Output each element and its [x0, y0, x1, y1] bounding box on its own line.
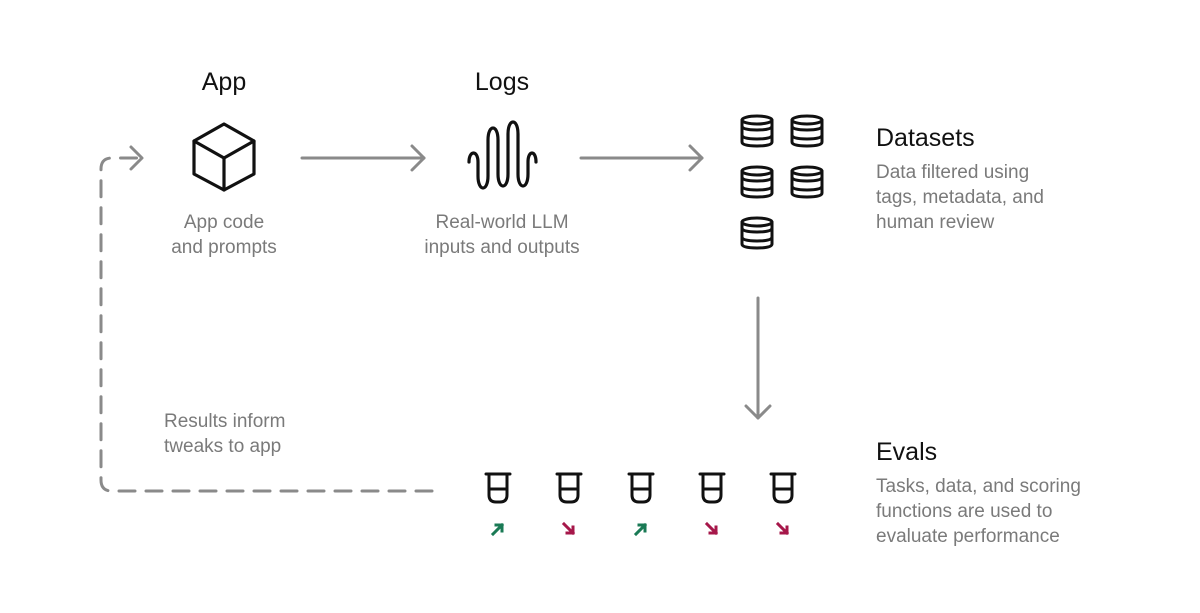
beaker-icon [555, 472, 583, 504]
arrow-datasets-to-evals [744, 296, 772, 420]
feedback-description-line-1: Results inform [164, 411, 286, 432]
app-description-line-1: App code [183, 212, 265, 233]
trend-down-icon [704, 521, 719, 536]
trend-icons [490, 521, 790, 537]
datasets-description-line-2: tags, metadata, and [876, 187, 1044, 208]
waveform-icon [467, 120, 538, 190]
beaker-icon [698, 472, 726, 504]
app-description: App code and prompts [134, 210, 314, 260]
beaker-icon [484, 472, 512, 504]
cube-icon [192, 122, 256, 192]
trend-down-icon [775, 521, 790, 536]
logs-description-line-2: inputs and outputs [424, 237, 580, 258]
datasets-description: Data filtered using tags, metadata, and … [876, 160, 1156, 235]
database-icon [790, 165, 824, 199]
datasets-description-line-3: human review [876, 212, 995, 233]
database-icon [790, 114, 824, 148]
feedback-loop-arrow [99, 145, 434, 493]
evals-description: Tasks, data, and scoring functions are u… [876, 474, 1176, 549]
app-title: App [201, 68, 247, 96]
arrow-app-to-logs [300, 144, 426, 172]
evals-description-line-2: functions are used to [876, 501, 1053, 522]
logs-title: Logs [474, 68, 530, 96]
trend-up-icon [633, 522, 648, 537]
arrow-logs-to-datasets [579, 144, 704, 172]
feedback-description-line-2: tweaks to app [164, 436, 282, 457]
app-description-line-2: and prompts [171, 237, 277, 258]
evals-description-line-3: evaluate performance [876, 526, 1060, 547]
datasets-description-line-1: Data filtered using [876, 162, 1030, 183]
database-icon [740, 114, 774, 148]
logs-description: Real-world LLM inputs and outputs [392, 210, 612, 260]
logs-description-line-1: Real-world LLM [435, 212, 569, 233]
beaker-icon [627, 472, 655, 504]
trend-down-icon [561, 521, 576, 536]
evals-title: Evals [876, 438, 938, 466]
database-icon [740, 165, 774, 199]
beaker-icons [484, 472, 797, 504]
datasets-title: Datasets [876, 124, 975, 152]
database-icons [740, 114, 824, 250]
feedback-description: Results inform tweaks to app [164, 409, 384, 459]
database-icon [740, 216, 774, 250]
beaker-icon [769, 472, 797, 504]
trend-up-icon [490, 522, 505, 537]
evals-description-line-1: Tasks, data, and scoring [876, 476, 1081, 497]
